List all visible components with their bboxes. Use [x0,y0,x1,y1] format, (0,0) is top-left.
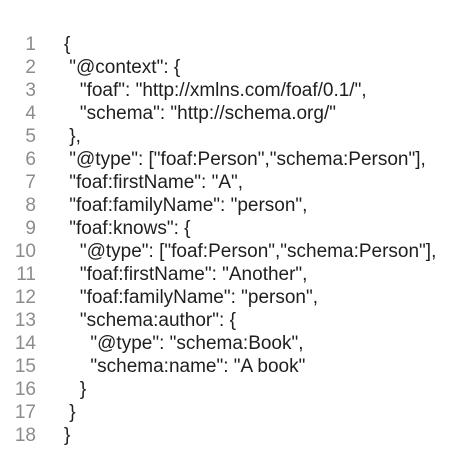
code-listing: 1{ 2 "@context": { 3 "foaf": "http://xml… [0,33,474,447]
line-text: { [64,34,71,55]
line-number: 14 [14,333,36,354]
code-line: 7 "foaf:firstName": "A", [0,171,474,194]
code-line: 15 "schema:name": "A book" [0,355,474,378]
line-text: "foaf": "http://xmlns.com/foaf/0.1/", [64,80,367,101]
line-number: 2 [25,57,36,78]
line-text: "schema": "http://schema.org/" [64,103,336,124]
line-number: 17 [14,402,36,423]
line-number: 9 [25,218,36,239]
code-line: 9 "foaf:knows": { [0,217,474,240]
line-text: } [64,402,76,423]
code-line: 10 "@type": ["foaf:Person","schema:Perso… [0,240,474,263]
line-number: 6 [25,149,36,170]
line-number: 7 [25,172,36,193]
line-number: 4 [25,103,36,124]
line-number: 15 [14,356,36,377]
code-line: 5 }, [0,125,474,148]
line-text: } [64,379,87,400]
line-number: 16 [14,379,36,400]
code-line: 4 "schema": "http://schema.org/" [0,102,474,125]
line-text: "@type": ["foaf:Person","schema:Person"]… [64,149,426,170]
line-number: 10 [14,241,36,262]
line-text: "schema:name": "A book" [64,356,306,377]
line-text: }, [64,126,81,147]
line-text: "@type": "schema:Book", [64,333,304,354]
code-line: 6 "@type": ["foaf:Person","schema:Person… [0,148,474,171]
line-number: 8 [25,195,36,216]
code-line: 14 "@type": "schema:Book", [0,332,474,355]
code-line: 12 "foaf:familyName": "person", [0,286,474,309]
code-line: 2 "@context": { [0,56,474,79]
code-line: 18} [0,424,474,447]
line-text: "@context": { [64,57,181,78]
line-number: 1 [25,34,36,55]
code-line: 11 "foaf:firstName": "Another", [0,263,474,286]
line-text: "@type": ["foaf:Person","schema:Person"]… [64,241,437,262]
line-number: 3 [25,80,36,101]
line-text: } [64,425,71,446]
line-number: 13 [14,310,36,331]
line-text: "schema:author": { [64,310,236,331]
line-text: "foaf:firstName": "Another", [64,264,308,285]
code-line: 3 "foaf": "http://xmlns.com/foaf/0.1/", [0,79,474,102]
line-number: 11 [16,264,36,285]
code-line: 1{ [0,33,474,56]
line-text: "foaf:familyName": "person", [64,195,308,216]
code-line: 16 } [0,378,474,401]
code-line: 13 "schema:author": { [0,309,474,332]
line-text: "foaf:firstName": "A", [64,172,244,193]
line-number: 12 [14,287,36,308]
code-line: 17 } [0,401,474,424]
line-number: 5 [25,126,36,147]
line-text: "foaf:knows": { [64,218,191,239]
code-line: 8 "foaf:familyName": "person", [0,194,474,217]
line-number: 18 [14,425,36,446]
line-text: "foaf:familyName": "person", [64,287,319,308]
